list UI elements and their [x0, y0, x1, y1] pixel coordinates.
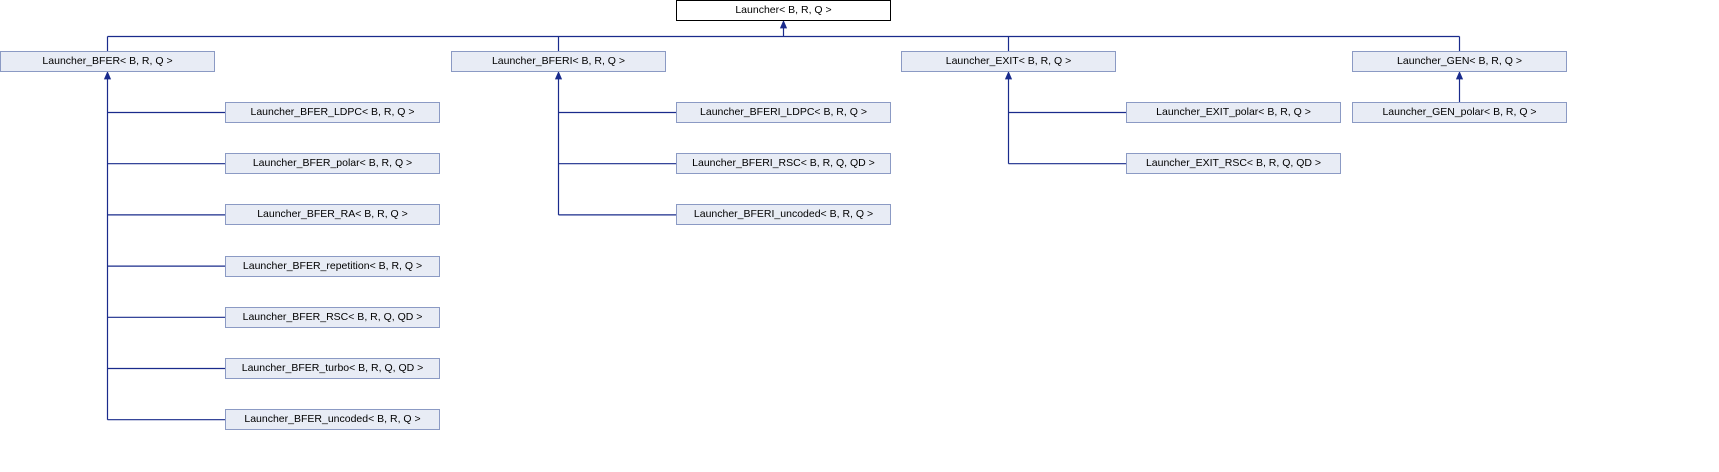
class-node-launcher-bferi-rsc-b-r-q-qd[interactable]: Launcher_BFERI_RSC< B, R, Q, QD > — [676, 153, 891, 175]
class-node-launcher-exit-rsc-b-r-q-qd[interactable]: Launcher_EXIT_RSC< B, R, Q, QD > — [1126, 153, 1341, 175]
inheritance-edges — [103, 19, 1464, 421]
class-node-label: Launcher_BFER_LDPC< B, R, Q > — [250, 106, 415, 118]
class-node-launcher-bfer-repetition-b-r-q[interactable]: Launcher_BFER_repetition< B, R, Q > — [225, 255, 440, 277]
class-node-launcher-bfer-b-r-q[interactable]: Launcher_BFER< B, R, Q > — [0, 51, 215, 72]
class-node-label: Launcher_BFER_turbo< B, R, Q, QD > — [241, 362, 424, 374]
parent-arrowhead — [554, 70, 563, 80]
class-node-label: Launcher_GEN_polar< B, R, Q > — [1382, 106, 1537, 118]
class-node-label: Launcher_BFER_polar< B, R, Q > — [252, 157, 413, 170]
class-node-launcher-bferi-b-r-q[interactable]: Launcher_BFERI< B, R, Q > — [451, 51, 666, 72]
class-node-label: Launcher_EXIT< B, R, Q > — [945, 55, 1072, 67]
class-node-launcher-gen-b-r-q[interactable]: Launcher_GEN< B, R, Q > — [1352, 51, 1567, 72]
class-node-label: Launcher_BFERI_RSC< B, R, Q, QD > — [692, 157, 875, 170]
class-node-launcher-bferi-uncoded-b-r-q[interactable]: Launcher_BFERI_uncoded< B, R, Q > — [676, 204, 891, 226]
class-node-label: Launcher_BFER_RSC< B, R, Q, QD > — [242, 310, 423, 323]
class-node-launcher-bfer-turbo-b-r-q-qd[interactable]: Launcher_BFER_turbo< B, R, Q, QD > — [225, 358, 440, 379]
class-node-label: Launcher_EXIT_polar< B, R, Q > — [1156, 106, 1311, 118]
parent-arrowhead — [103, 70, 112, 80]
class-node-launcher-b-r-q[interactable]: Launcher< B, R, Q > — [676, 0, 891, 21]
parent-arrowhead — [1004, 70, 1013, 80]
class-node-label: Launcher_BFER< B, R, Q > — [42, 55, 173, 67]
class-node-label: Launcher_BFER_uncoded< B, R, Q > — [244, 413, 421, 426]
class-node-launcher-gen-polar-b-r-q[interactable]: Launcher_GEN_polar< B, R, Q > — [1352, 102, 1567, 123]
class-node-launcher-bfer-uncoded-b-r-q[interactable]: Launcher_BFER_uncoded< B, R, Q > — [225, 409, 440, 431]
class-node-launcher-bfer-ldpc-b-r-q[interactable]: Launcher_BFER_LDPC< B, R, Q > — [225, 102, 440, 123]
class-node-label: Launcher< B, R, Q > — [735, 4, 832, 16]
class-node-launcher-bfer-ra-b-r-q[interactable]: Launcher_BFER_RA< B, R, Q > — [225, 204, 440, 226]
class-node-label: Launcher_GEN< B, R, Q > — [1397, 55, 1522, 67]
class-node-launcher-exit-polar-b-r-q[interactable]: Launcher_EXIT_polar< B, R, Q > — [1126, 102, 1341, 123]
root-arrowhead — [779, 19, 788, 29]
parent-arrowhead — [1455, 70, 1464, 80]
class-node-launcher-bfer-rsc-b-r-q-qd[interactable]: Launcher_BFER_RSC< B, R, Q, QD > — [225, 306, 440, 328]
class-inheritance-diagram: Launcher< B, R, Q > Launcher_BFER< B, R, … — [0, 0, 1567, 431]
class-node-label: Launcher_EXIT_RSC< B, R, Q, QD > — [1145, 157, 1322, 170]
class-node-launcher-exit-b-r-q[interactable]: Launcher_EXIT< B, R, Q > — [901, 51, 1116, 72]
class-node-label: Launcher_BFER_RA< B, R, Q > — [257, 208, 408, 221]
class-node-label: Launcher_BFERI_uncoded< B, R, Q > — [693, 208, 874, 221]
class-node-label: Launcher_BFER_repetition< B, R, Q > — [242, 259, 423, 272]
class-node-launcher-bfer-polar-b-r-q[interactable]: Launcher_BFER_polar< B, R, Q > — [225, 153, 440, 175]
class-node-label: Launcher_BFERI< B, R, Q > — [491, 55, 626, 67]
class-node-launcher-bferi-ldpc-b-r-q[interactable]: Launcher_BFERI_LDPC< B, R, Q > — [676, 102, 891, 123]
class-node-label: Launcher_BFERI_LDPC< B, R, Q > — [700, 106, 867, 118]
